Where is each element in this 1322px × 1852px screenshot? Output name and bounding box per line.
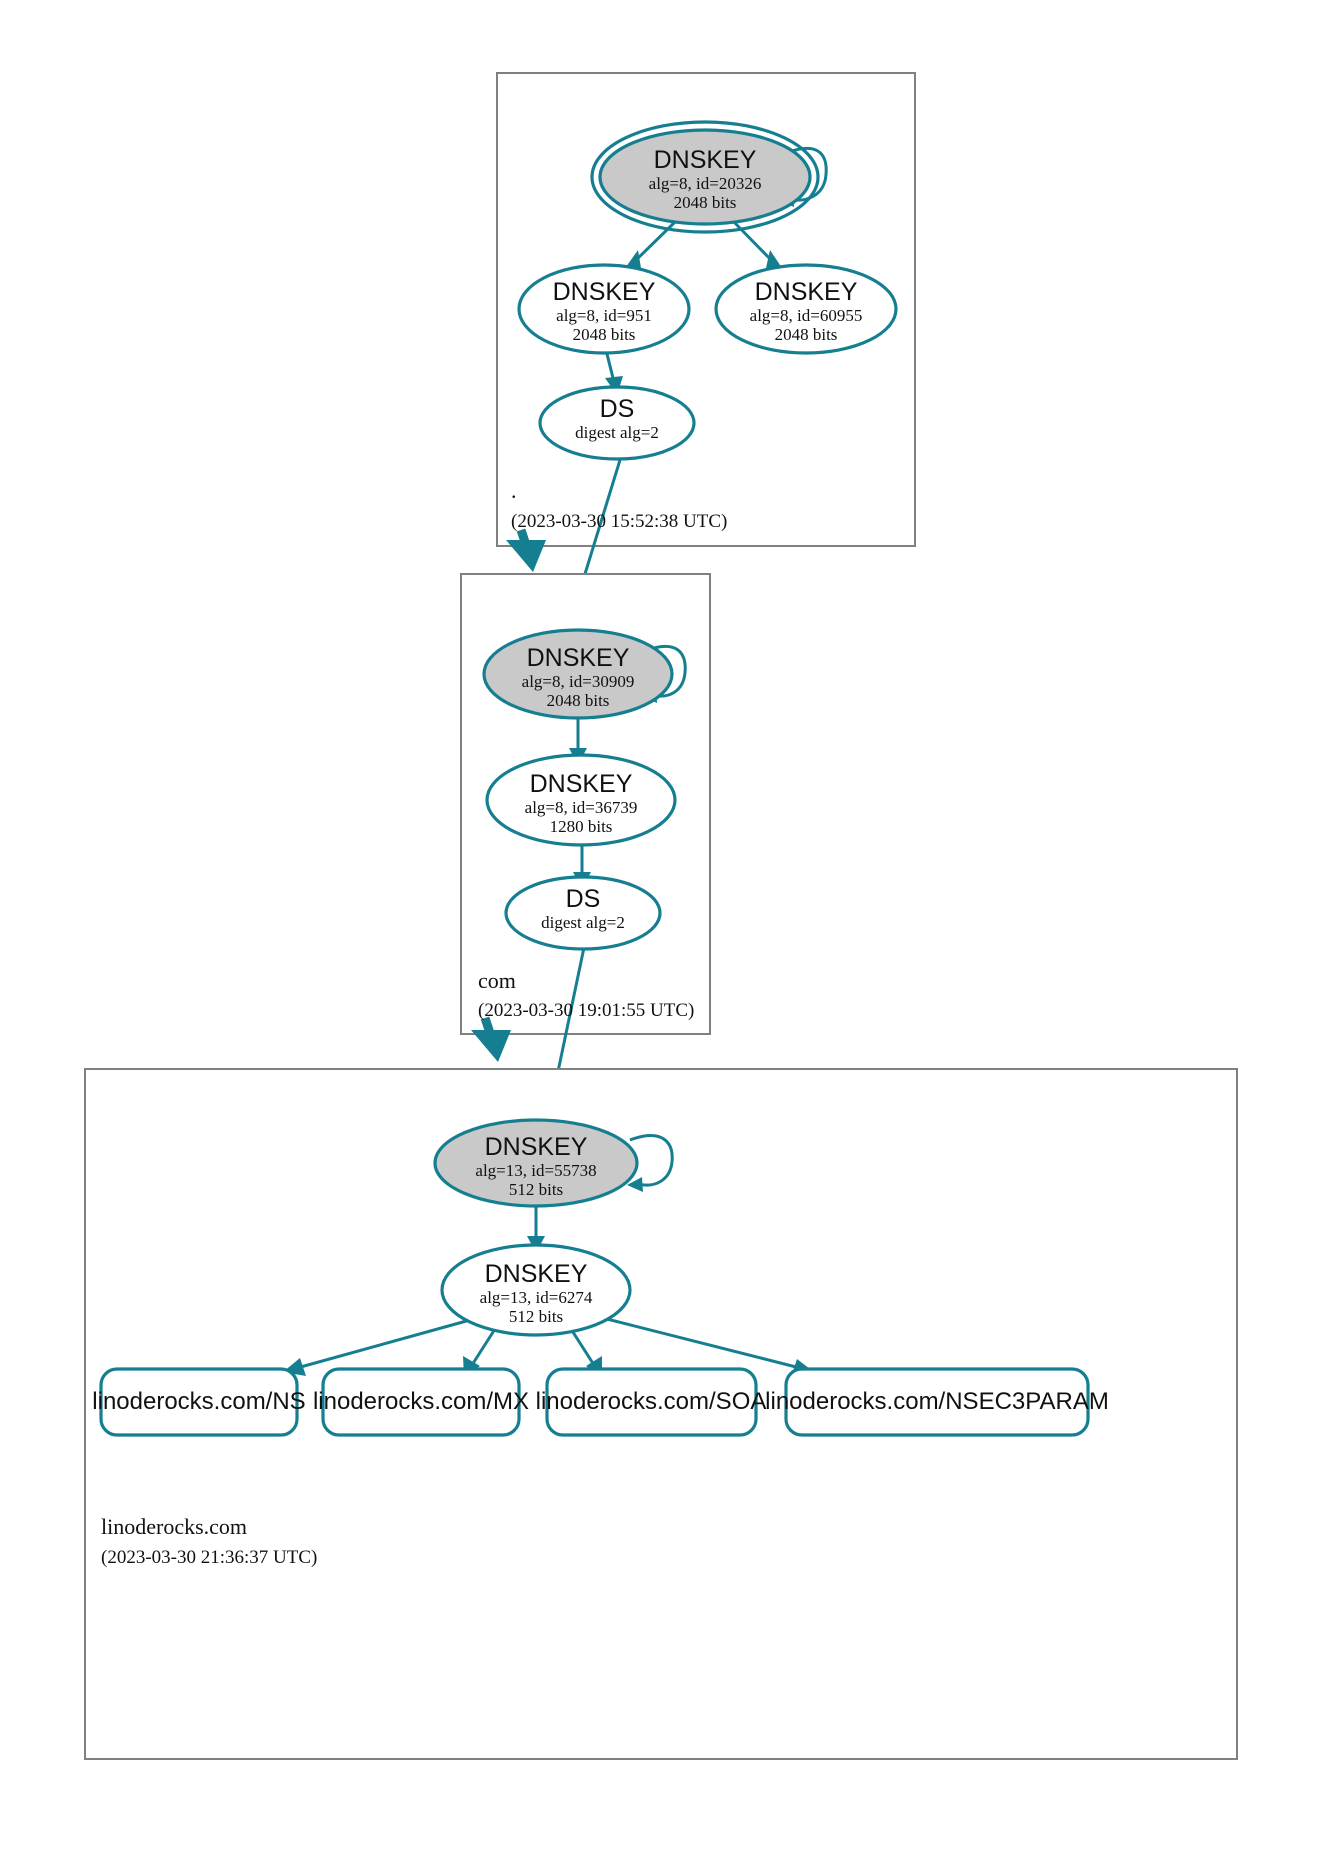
node-root-zsk2-line1: alg=8, id=60955 (750, 306, 863, 325)
rrset-label-ns: linoderocks.com/NS (92, 1388, 305, 1415)
node-root-zsk2-line2: 2048 bits (775, 325, 838, 344)
zone-label-com: com (478, 968, 516, 993)
node-lr-ksk-title: DNSKEY (485, 1133, 588, 1161)
rrset-node-mx[interactable]: linoderocks.com/MX (313, 1367, 529, 1437)
zone-timestamp-root: (2023-03-30 15:52:38 UTC) (511, 511, 727, 532)
edge-self-sign-com-ksk (644, 645, 687, 698)
zone-timestamp-com: (2023-03-30 19:01:55 UTC) (478, 1000, 694, 1021)
node-root-ksk-line2: 2048 bits (674, 193, 737, 212)
arrowhead-zone-delegation-root-com (506, 540, 546, 572)
node-com-ds[interactable]: DS digest alg=2 (504, 875, 662, 951)
node-com-zsk-title: DNSKEY (530, 770, 633, 798)
edge-sign-lr-zsk-rr-nsec3param (602, 1316, 801, 1370)
rrset-node-soa[interactable]: linoderocks.com/SOA (536, 1367, 767, 1437)
node-lr-ksk-line1: alg=13, id=55738 (475, 1161, 596, 1180)
node-root-zsk1[interactable]: DNSKEY alg=8, id=951 2048 bits (517, 263, 691, 355)
node-lr-ksk-line2: 512 bits (509, 1180, 563, 1199)
node-root-ksk-title: DNSKEY (654, 146, 757, 174)
arrowhead-zone-delegation-com-linoderocks (471, 1030, 511, 1062)
node-lr-zsk-line1: alg=13, id=6274 (480, 1288, 593, 1307)
node-root-ds-title: DS (600, 395, 635, 423)
node-lr-zsk[interactable]: DNSKEY alg=13, id=6274 512 bits (440, 1243, 632, 1337)
node-root-ksk-line1: alg=8, id=20326 (649, 174, 762, 193)
arrowhead-self-sign-lr-ksk (627, 1177, 643, 1192)
edge-self-sign-lr-ksk (629, 1134, 674, 1187)
node-root-zsk1-line1: alg=8, id=951 (556, 306, 652, 325)
edge-self-sign-root-ksk (780, 146, 828, 202)
node-lr-zsk-title: DNSKEY (485, 1260, 588, 1288)
edge-sign-lr-zsk-rr-ns (296, 1318, 471, 1370)
node-root-zsk1-title: DNSKEY (553, 278, 656, 306)
node-com-ds-title: DS (566, 885, 601, 913)
rrset-label-mx: linoderocks.com/MX (313, 1388, 529, 1415)
node-com-ksk-line2: 2048 bits (547, 691, 610, 710)
node-root-ds-line1: digest alg=2 (575, 423, 659, 442)
node-com-zsk-line2: 1280 bits (550, 817, 613, 836)
rrset-label-soa: linoderocks.com/SOA (536, 1388, 767, 1415)
rrset-node-nsec3param[interactable]: linoderocks.com/NSEC3PARAM (765, 1367, 1109, 1437)
node-lr-ksk[interactable]: DNSKEY alg=13, id=55738 512 bits (433, 1118, 639, 1208)
node-root-zsk2[interactable]: DNSKEY alg=8, id=60955 2048 bits (714, 263, 898, 355)
node-com-zsk-line1: alg=8, id=36739 (525, 798, 638, 817)
edge-sign-lr-zsk-rr-soa (569, 1328, 596, 1366)
rrset-node-ns[interactable]: linoderocks.com/NS (92, 1367, 306, 1437)
node-com-ksk-line1: alg=8, id=30909 (522, 672, 635, 691)
node-root-zsk2-title: DNSKEY (755, 278, 858, 306)
node-com-ksk-title: DNSKEY (527, 644, 630, 672)
zone-label-root: . (511, 478, 517, 503)
node-com-ksk[interactable]: DNSKEY alg=8, id=30909 2048 bits (482, 628, 674, 720)
zone-timestamp-linoderocks: (2023-03-30 21:36:37 UTC) (101, 1547, 317, 1568)
node-root-ksk[interactable]: DNSKEY alg=8, id=20326 2048 bits (590, 120, 820, 234)
node-root-zsk1-line2: 2048 bits (573, 325, 636, 344)
node-lr-zsk-line2: 512 bits (509, 1307, 563, 1326)
node-com-ds-line1: digest alg=2 (541, 913, 625, 932)
zone-label-linoderocks: linoderocks.com (101, 1514, 247, 1539)
node-root-ds[interactable]: DS digest alg=2 (538, 385, 696, 461)
node-com-zsk[interactable]: DNSKEY alg=8, id=36739 1280 bits (485, 753, 677, 847)
edge-sign-lr-zsk-rr-mx (470, 1328, 497, 1366)
rrset-label-nsec3param: linoderocks.com/NSEC3PARAM (765, 1388, 1109, 1415)
